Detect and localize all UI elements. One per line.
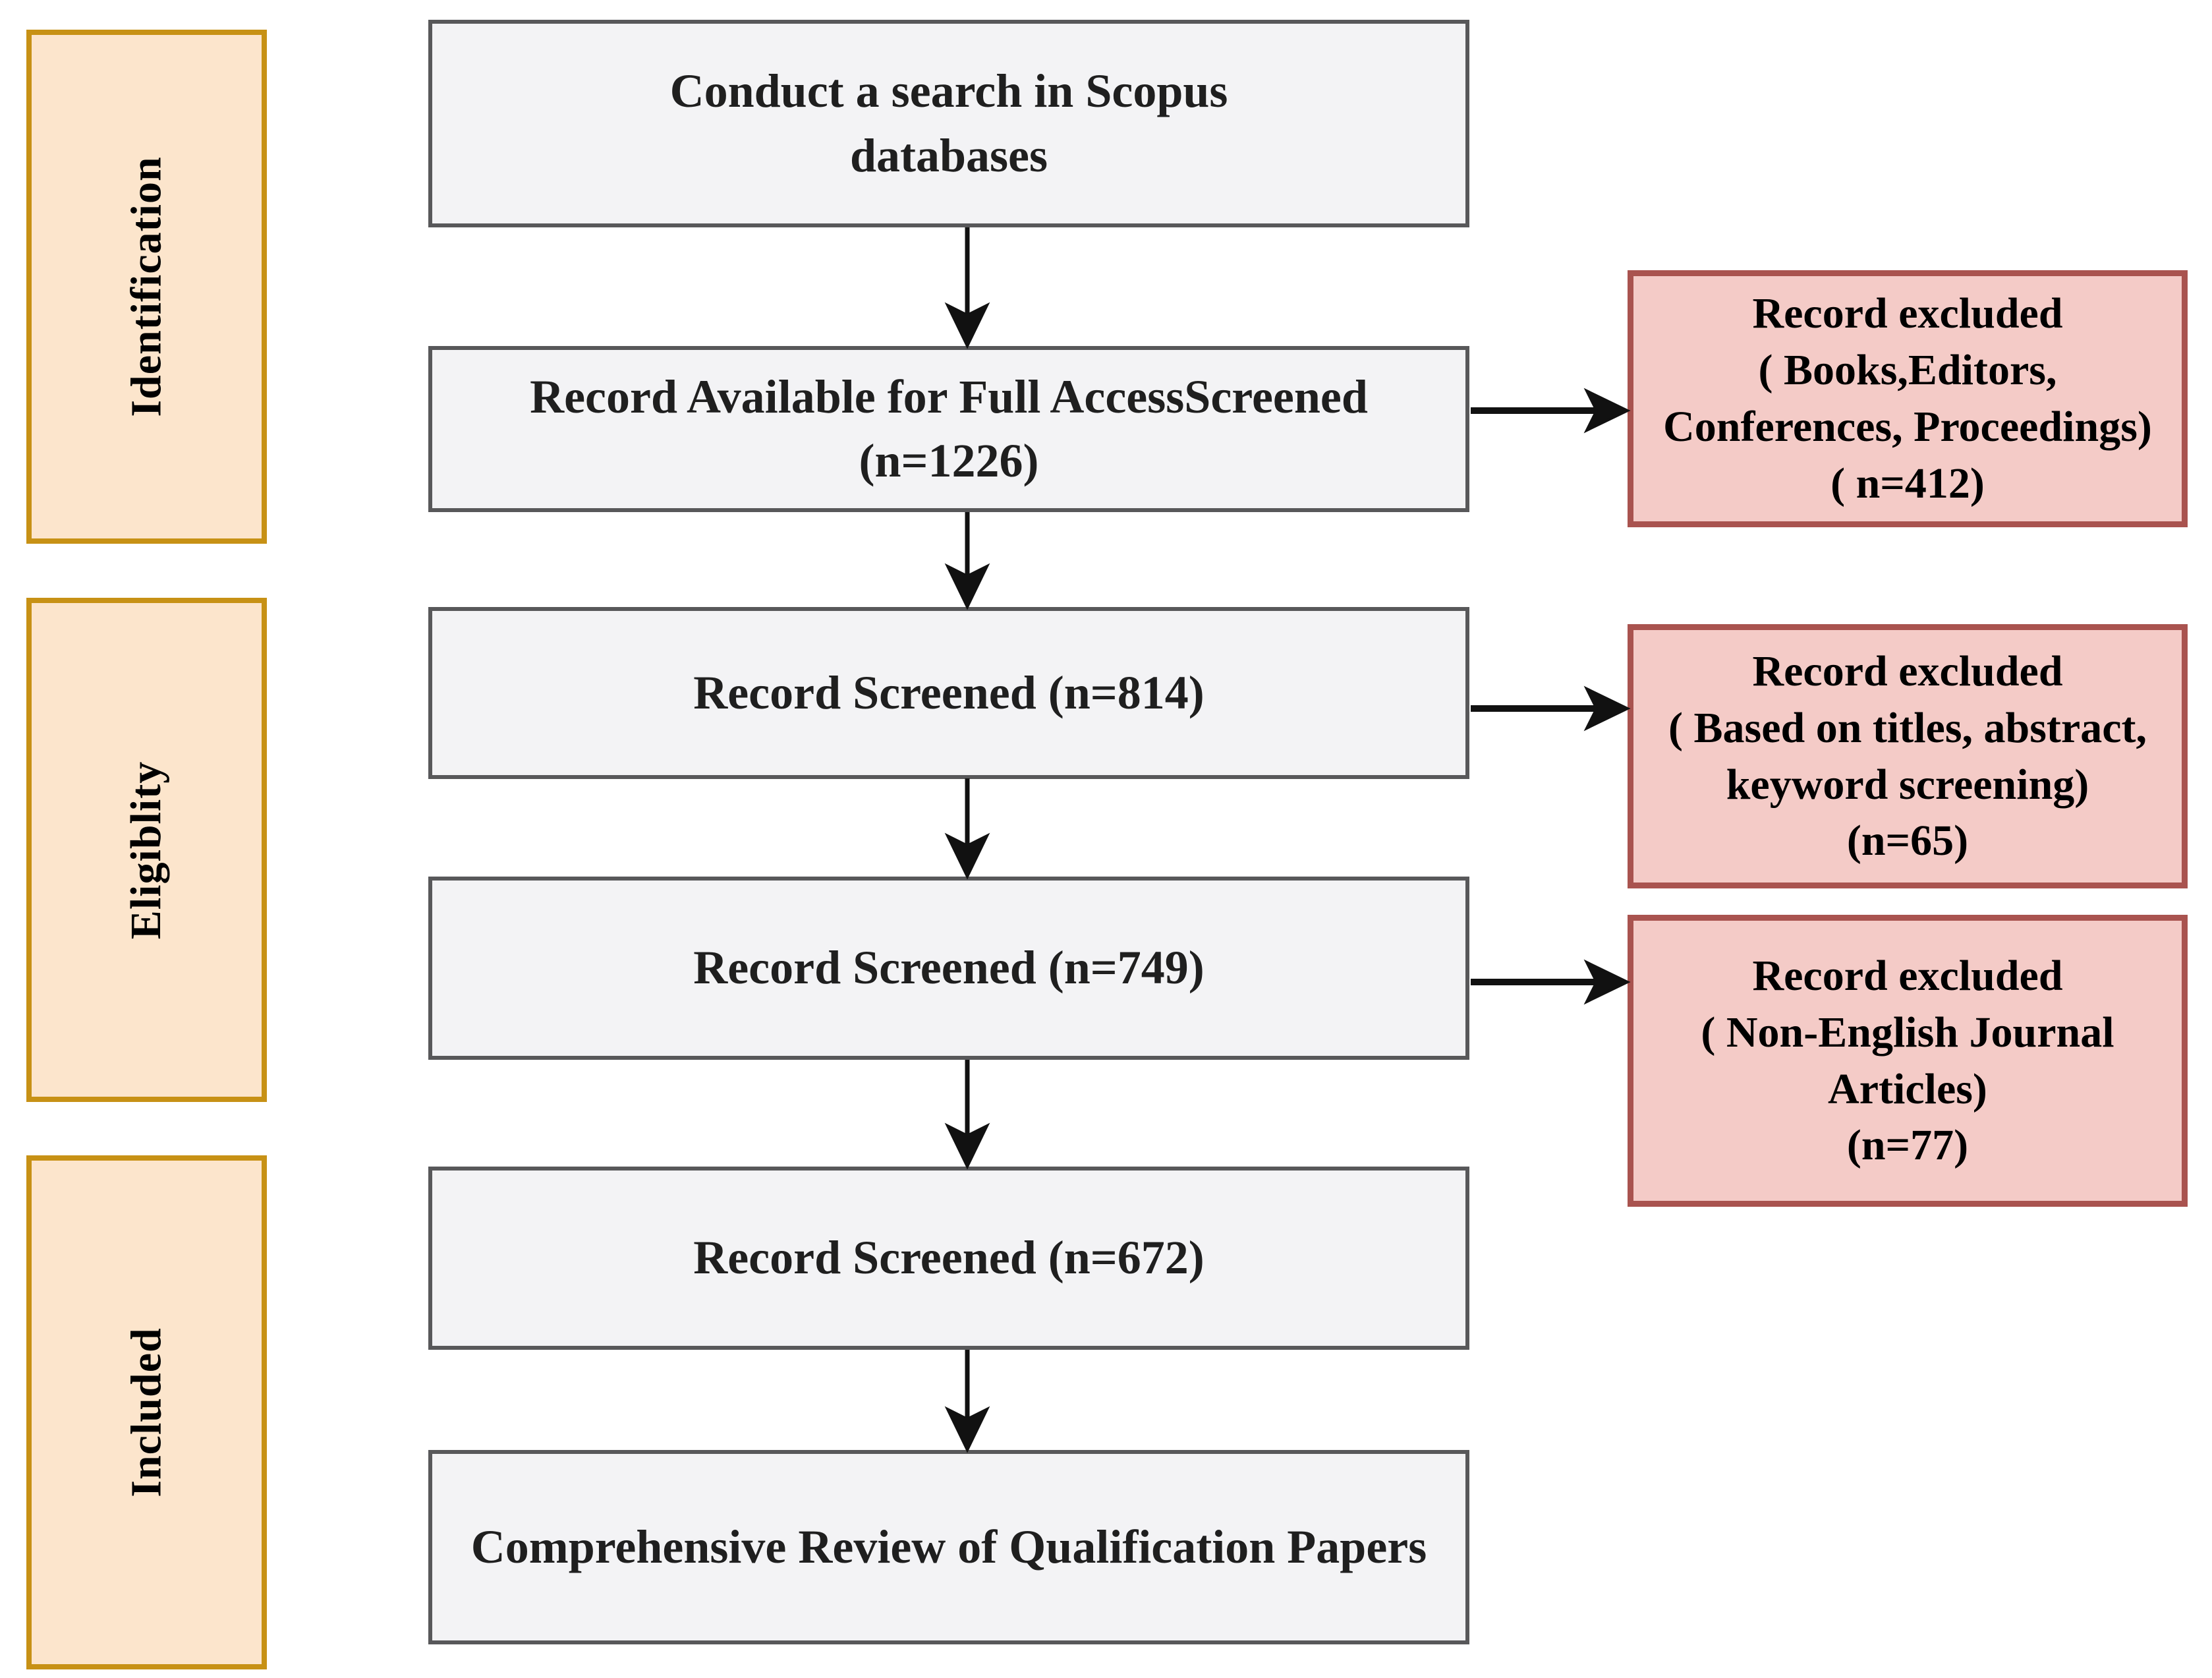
flow-box-comprehensive-review: Comprehensive Review of Qualification Pa…: [428, 1450, 1469, 1644]
flow-box-screened-672: Record Screened (n=672): [428, 1167, 1469, 1350]
stage-box-eligibility: Eligiblity: [26, 598, 267, 1102]
flow-arrow-down-3: [944, 778, 990, 880]
exclude-arrow-right-2: [1471, 685, 1631, 732]
stage-label-identification: Identification: [122, 156, 171, 417]
stage-label-included: Included: [122, 1327, 171, 1497]
flow-box-search: Conduct a search in Scopus databases: [428, 20, 1469, 227]
flow-arrow-down-2: [944, 512, 990, 610]
excluded-box-title-abstract: Record excluded ( Based on titles, abstr…: [1628, 624, 2188, 888]
excluded-box-non-english: Record excluded ( Non-English Journal Ar…: [1628, 915, 2188, 1207]
flow-box-full-access: Record Available for Full AccessScreened…: [428, 346, 1469, 512]
flow-box-screened-814: Record Screened (n=814): [428, 607, 1469, 779]
flow-arrow-down-1: [944, 227, 990, 349]
flow-arrow-down-5: [944, 1350, 990, 1453]
exclude-arrow-right-1: [1471, 388, 1631, 434]
flow-arrow-down-4: [944, 1060, 990, 1170]
flow-box-screened-749: Record Screened (n=749): [428, 877, 1469, 1060]
exclude-arrow-right-3: [1471, 959, 1631, 1005]
stage-box-included: Included: [26, 1155, 267, 1669]
stage-box-identification: Identification: [26, 30, 267, 544]
excluded-box-books-editors: Record excluded ( Books,Editors, Confere…: [1628, 270, 2188, 527]
stage-label-eligibility: Eligiblity: [122, 761, 171, 939]
